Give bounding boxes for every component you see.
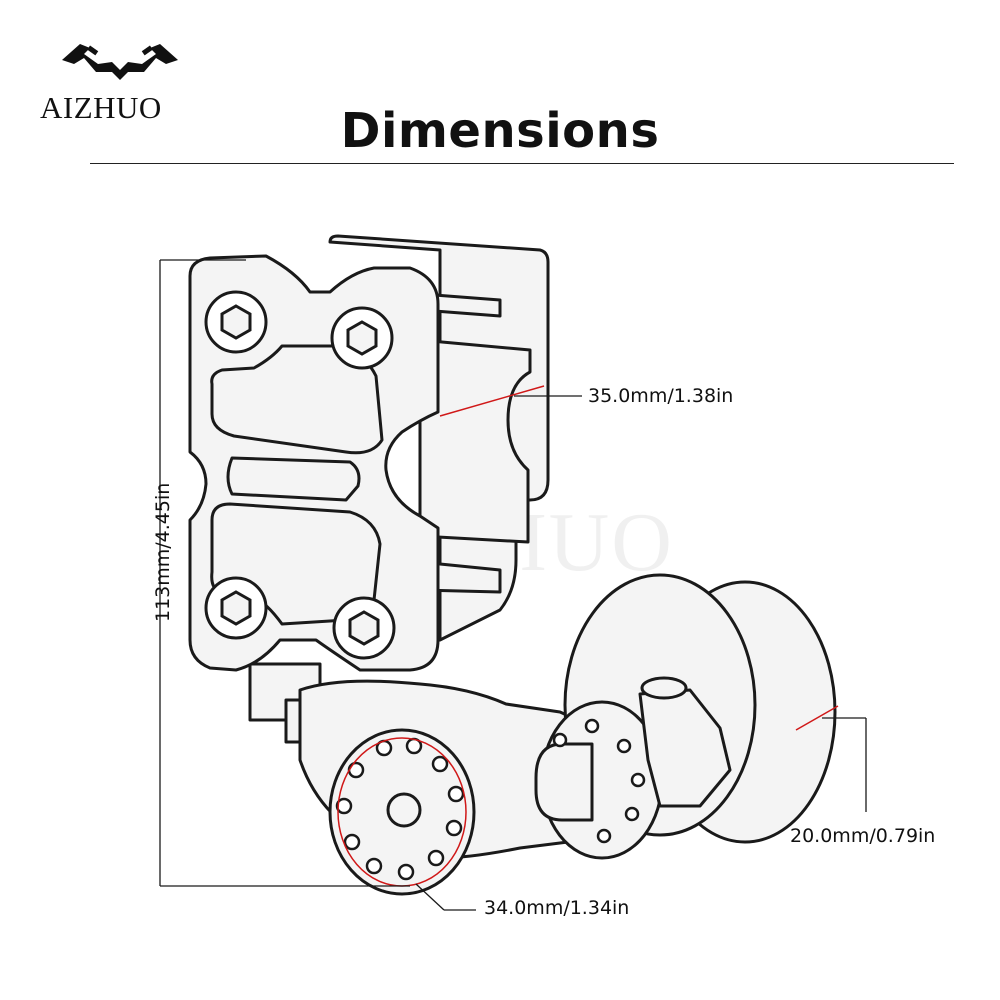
side-block	[418, 338, 532, 544]
dimension-label-roller-width: 20.0mm/0.79in	[790, 825, 936, 847]
wheel-nut	[386, 792, 422, 828]
hex-bolt-icon	[204, 290, 396, 660]
axle-knob	[534, 742, 594, 822]
brand-name: AIZHUO	[40, 90, 162, 125]
dimension-label-total-height: 113mm/4.45in	[152, 482, 174, 622]
roller-clamp	[638, 688, 732, 808]
page-title: Dimensions	[340, 103, 660, 159]
wheel-holes	[335, 718, 646, 881]
clamp-bolt	[640, 676, 688, 700]
dimension-label-top-width: 35.0mm/1.38in	[588, 385, 734, 407]
dimension-label-wheel-diameter: 34.0mm/1.34in	[484, 897, 630, 919]
cutout-middle	[226, 456, 361, 502]
title-divider	[90, 163, 954, 164]
brand-logo-icon	[62, 44, 178, 80]
